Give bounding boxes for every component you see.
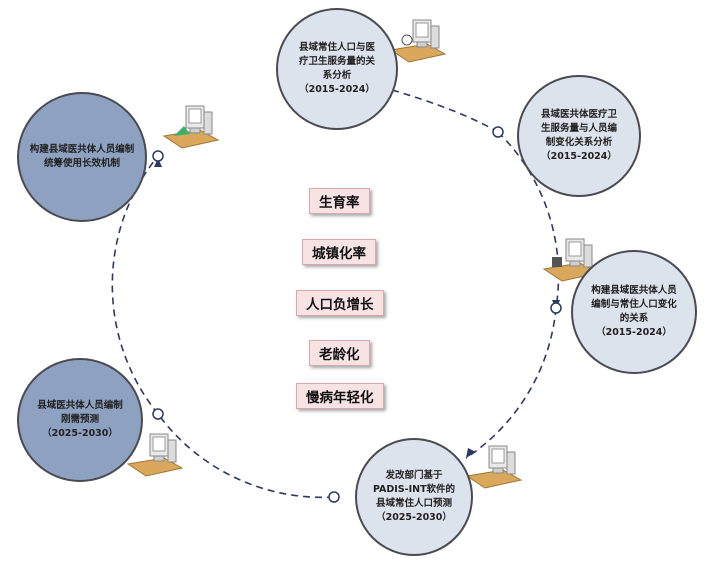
- connector-dot: [328, 491, 340, 503]
- factor-aging: 老龄化: [309, 340, 370, 366]
- step-node-1-text: 县域常住人口与医 疗卫生服务量的关 系分析 （2015-2024）: [298, 42, 375, 95]
- connector-4-5: [157, 413, 335, 499]
- factor-fertility-rate: 生育率: [309, 188, 370, 214]
- step-node-6: 构建县域医共体人员编制 统筹使用长效机制: [17, 92, 147, 222]
- step-node-6-text: 构建县域医共体人员编制 统筹使用长效机制: [29, 144, 135, 169]
- computer-desk-icon: [465, 445, 523, 489]
- computer-desk-icon: [542, 238, 600, 282]
- factor-younger-chronic-disease: 慢病年轻化: [296, 383, 384, 409]
- arrow-head-3-4: [466, 448, 476, 458]
- step-node-5-text: 县域医共体人员编制 刚需预测 （2025-2030）: [37, 400, 123, 439]
- computer-desk-icon: [162, 105, 220, 149]
- connector-3-4: [465, 307, 557, 459]
- step-node-2-text: 县域医共体医疗卫 生服务量与人员编 制变化关系分析 （2015-2024）: [540, 109, 617, 162]
- connector-2-3: [497, 131, 560, 309]
- step-node-2: 县域医共体医疗卫 生服务量与人员编 制变化关系分析 （2015-2024）: [517, 75, 641, 197]
- connector-dot: [550, 302, 562, 314]
- factor-urbanization-rate: 城镇化率: [302, 239, 376, 265]
- computer-desk-icon: [126, 433, 184, 477]
- step-node-4-text: 发改部门基于 PADIS-INT软件的 县域常住人口预测 （2025-2030）: [372, 470, 456, 523]
- step-node-3-text: 构建县域医共体人员 编制与常住人口变化 的关系 （2015-2024）: [591, 285, 677, 338]
- step-node-5: 县域医共体人员编制 刚需预测 （2025-2030）: [17, 358, 143, 482]
- connector-dot: [152, 408, 164, 420]
- step-node-1: 县域常住人口与医 疗卫生服务量的关 系分析 （2015-2024）: [276, 8, 398, 130]
- computer-desk-icon: [389, 19, 447, 63]
- factor-population-decline: 人口负增长: [296, 290, 384, 316]
- connector-1-2: [391, 89, 499, 133]
- arrow-head-5-6: [154, 158, 162, 167]
- step-node-3: 构建县域医共体人员 编制与常住人口变化 的关系 （2015-2024）: [571, 250, 697, 374]
- connector-dot: [152, 150, 164, 162]
- connector-dot: [492, 126, 504, 138]
- step-node-4: 发改部门基于 PADIS-INT软件的 县域常住人口预测 （2025-2030）: [355, 438, 473, 556]
